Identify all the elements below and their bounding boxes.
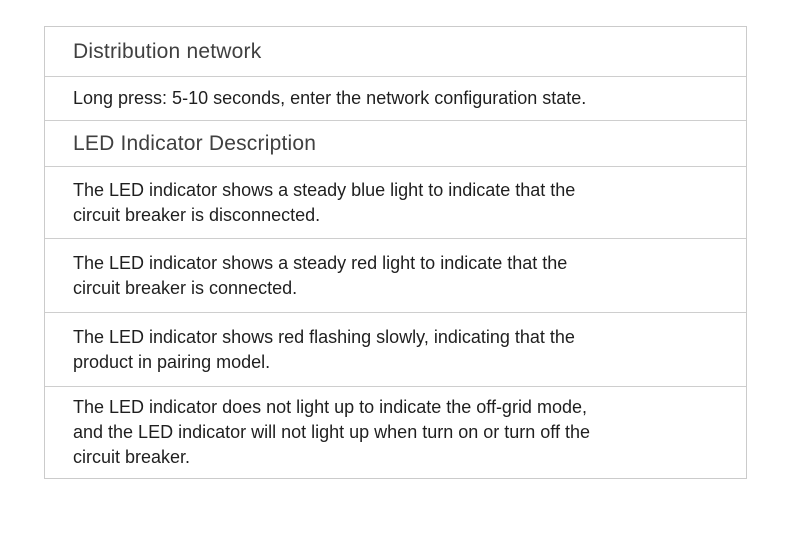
table-row-steady-red: The LED indicator shows a steady red lig… <box>45 238 746 312</box>
table-row-long-press: Long press: 5-10 seconds, enter the netw… <box>45 76 746 120</box>
spec-table: Distribution network Long press: 5-10 se… <box>44 26 747 479</box>
table-row-no-light: The LED indicator does not light up to i… <box>45 386 746 478</box>
section-title-led-indicator-description: LED Indicator Description <box>73 131 317 155</box>
led-steady-red-description: The LED indicator shows a steady red lig… <box>73 252 568 298</box>
section-title-distribution-network: Distribution network <box>73 39 262 63</box>
led-red-flashing-description: The LED indicator shows red flashing slo… <box>73 326 575 372</box>
led-off-grid-description: The LED indicator does not light up to i… <box>73 397 590 467</box>
table-row-led-indicator-header: LED Indicator Description <box>45 120 746 166</box>
table-row-steady-blue: The LED indicator shows a steady blue li… <box>45 166 746 238</box>
table-row-distribution-network-header: Distribution network <box>45 27 746 76</box>
table-row-red-flashing: The LED indicator shows red flashing slo… <box>45 312 746 386</box>
led-steady-blue-description: The LED indicator shows a steady blue li… <box>73 179 576 225</box>
long-press-description: Long press: 5-10 seconds, enter the netw… <box>73 88 587 108</box>
